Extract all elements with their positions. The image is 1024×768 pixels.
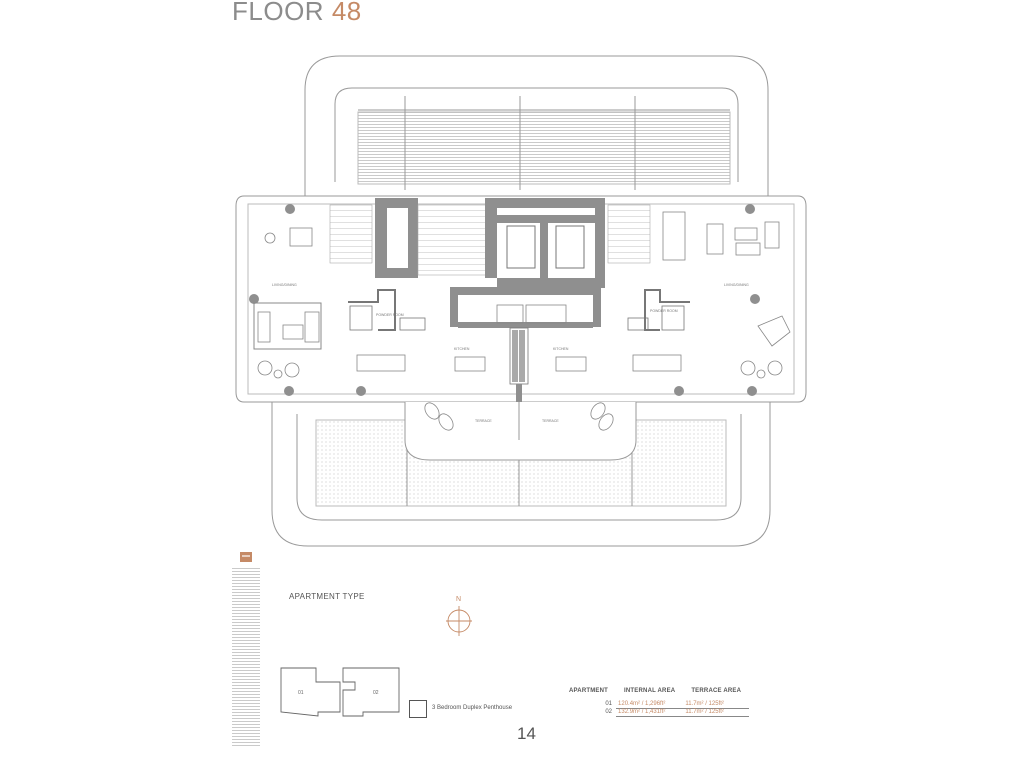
roof-structure-bottom xyxy=(271,402,771,547)
columns xyxy=(249,204,760,396)
powder-room-right-walls xyxy=(627,289,690,331)
col-terrace-area: TERRACE AREA xyxy=(691,688,742,694)
label-living-dining-left: LIVING/DINING xyxy=(272,283,297,287)
dining-tables xyxy=(356,354,682,372)
table-row: 02 132.9m² / 1,431ft² 11.7m² / 125ft² xyxy=(561,708,750,717)
key-plan: 01 02 xyxy=(280,667,400,717)
col-apartment: APARTMENT xyxy=(569,688,609,694)
table-row: 01 120.4m² / 1,296ft² 11.7m² / 125ft² xyxy=(561,700,750,709)
building-elevation-marker xyxy=(232,552,260,746)
row-internal-area: 132.9m² / 1,431ft² xyxy=(616,708,684,717)
row-apartment: 02 xyxy=(605,709,613,715)
page-title: FLOOR 48 xyxy=(232,0,362,27)
terrace-furniture xyxy=(424,402,614,431)
area-table: APARTMENT INTERNAL AREA TERRACE AREA 01 … xyxy=(561,688,750,717)
internal-stairs xyxy=(329,204,651,264)
legend-type-label: 3 Bedroom Duplex Penthouse xyxy=(432,705,513,711)
key-plan-unit-01: 01 xyxy=(298,690,304,696)
label-living-dining-right: LIVING/DINING xyxy=(724,283,749,287)
apartment-type-heading: APARTMENT TYPE xyxy=(289,592,365,601)
page-number: 14 xyxy=(517,724,536,743)
svg-text:N: N xyxy=(456,596,461,603)
roof-structure-top xyxy=(304,55,769,196)
row-terrace-area: 11.7m² / 125ft² xyxy=(683,708,750,717)
north-compass: N xyxy=(446,596,472,636)
key-plan-unit-02: 02 xyxy=(373,690,379,696)
row-terrace-area: 11.7m² / 125ft² xyxy=(683,700,750,709)
label-kitchen-right: KITCHEN xyxy=(553,347,569,351)
building-core xyxy=(375,198,605,404)
col-internal-area: INTERNAL AREA xyxy=(624,688,676,694)
label-powder-room-right: POWDER ROOM xyxy=(650,309,678,313)
lounge-furniture-left xyxy=(253,227,322,379)
powder-room-left-walls xyxy=(348,289,426,331)
row-internal-area: 120.4m² / 1,296ft² xyxy=(616,700,684,709)
label-terrace-left: TERRACE xyxy=(475,419,492,423)
title-word: FLOOR xyxy=(232,0,325,26)
label-powder-room-left: POWDER ROOM xyxy=(376,313,404,317)
legend-swatch xyxy=(409,700,427,718)
label-terrace-right: TERRACE xyxy=(542,419,559,423)
label-kitchen-left: KITCHEN xyxy=(454,347,470,351)
lounge-furniture-right xyxy=(662,211,791,379)
row-apartment: 01 xyxy=(605,701,613,707)
floor-number: 48 xyxy=(331,0,362,26)
